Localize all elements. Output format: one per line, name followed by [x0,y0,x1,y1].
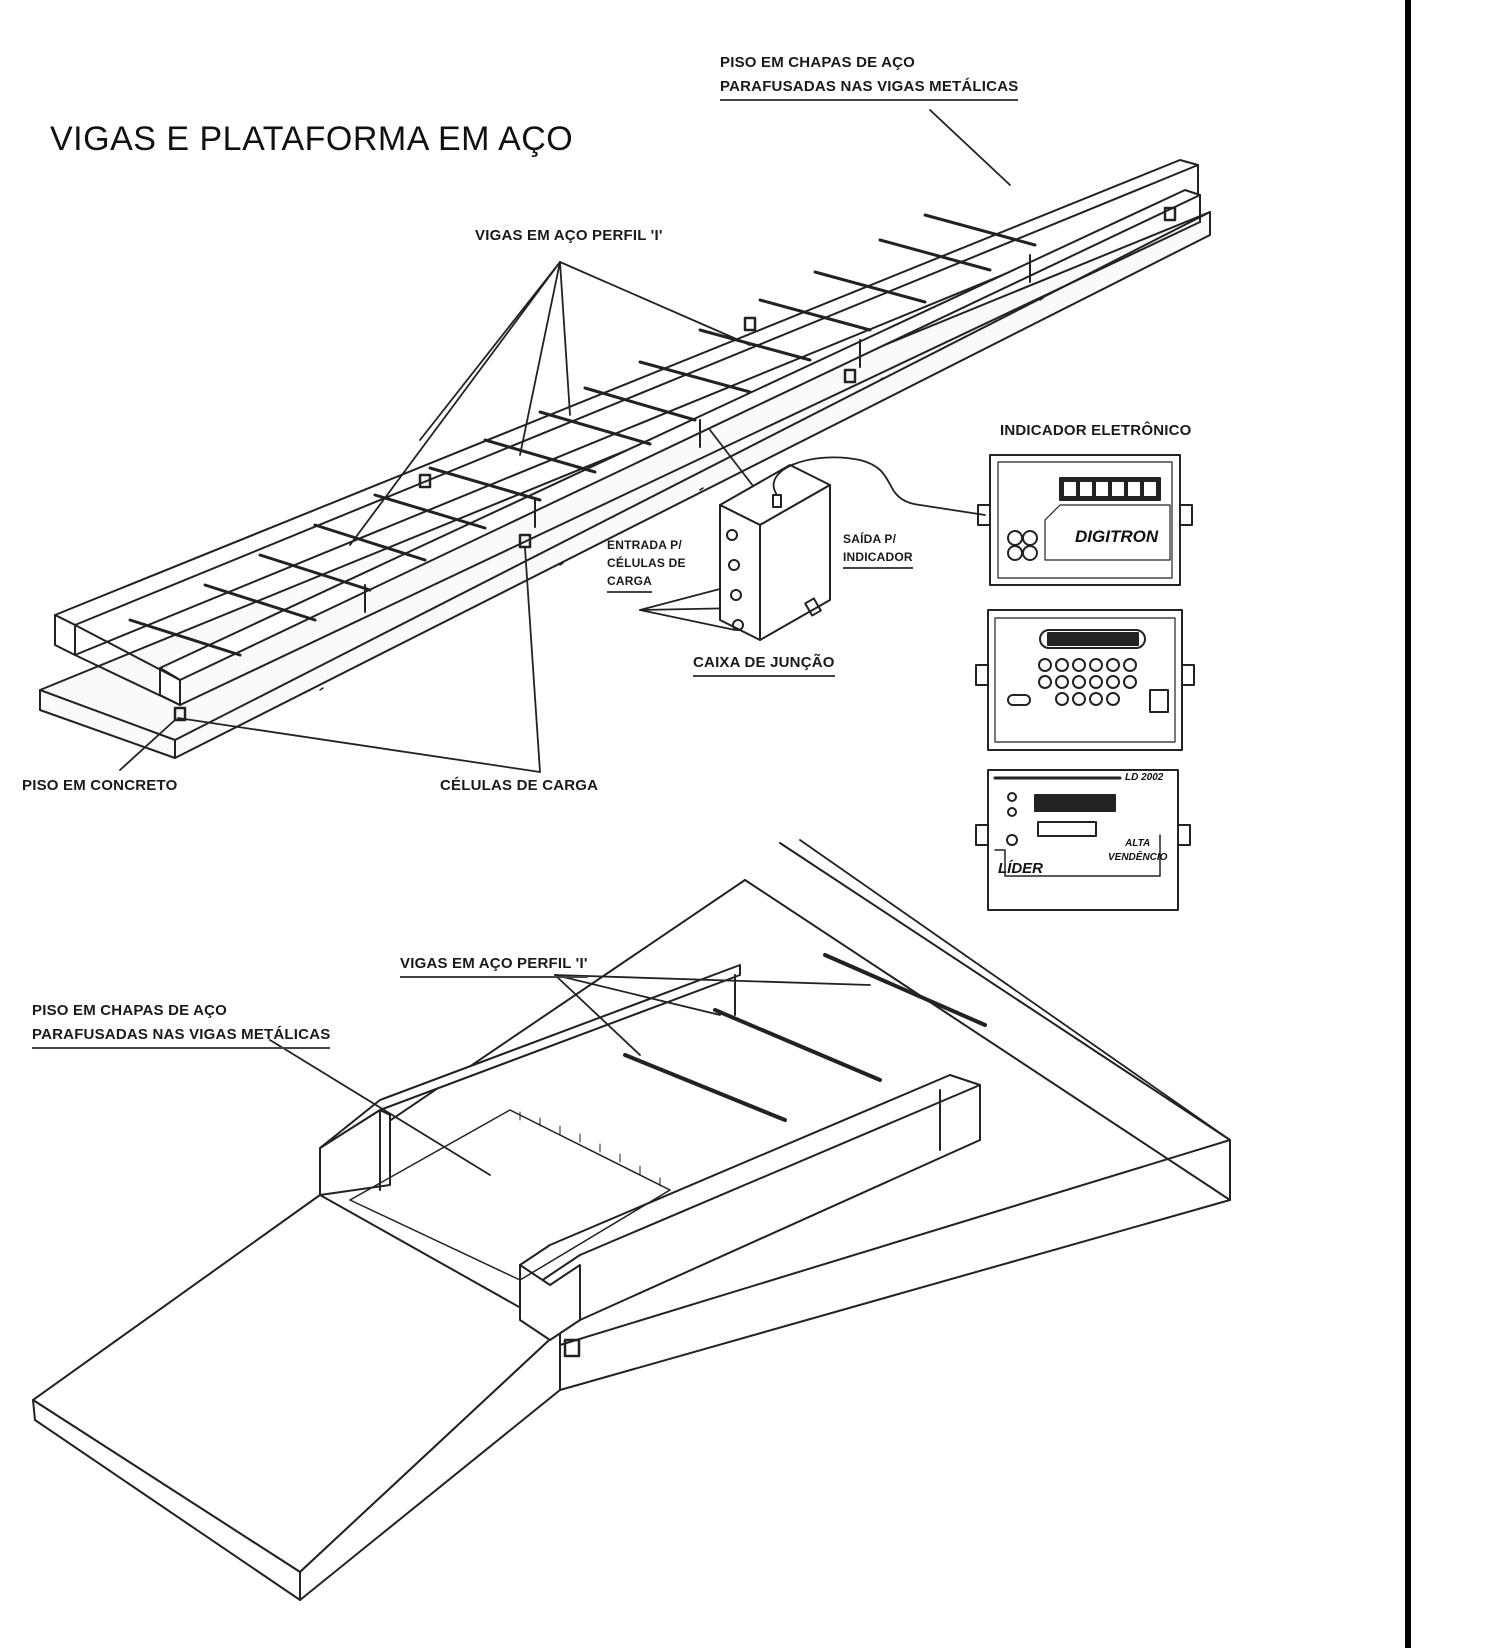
label-entrada-line2: CÉLULAS DE [607,556,686,570]
label-saida-line2: INDICADOR [843,548,913,569]
label-entrada-line1: ENTRADA P/ [607,538,682,552]
label-piso-chapas-bottom-line1: PISO EM CHAPAS DE AÇO [32,1002,228,1019]
page-title: VIGAS E PLATAFORMA EM AÇO [50,120,574,158]
label-piso-concreto: PISO EM CONCRETO [22,777,178,794]
leader-lines-top [119,109,1011,773]
leader-lines-bottom [269,839,1231,1176]
label-celulas-carga: CÉLULAS DE CARGA [440,777,599,794]
page-border-right [1405,0,1411,1648]
label-caixa-juncao: CAIXA DE JUNÇÃO [693,652,835,677]
junction-box [719,456,986,641]
label-entrada-line3: CARGA [607,572,652,593]
label-saida-line1: SAÍDA P/ [843,532,897,546]
label-piso-chapas-top-line1: PISO EM CHAPAS DE AÇO [720,54,916,71]
label-vigas-bottom: VIGAS EM AÇO PERFIL 'I' [400,953,588,978]
label-piso-chapas-bottom-line2: PARAFUSADAS NAS VIGAS METÁLICAS [32,1024,331,1049]
model-lider: LD 2002 [1125,772,1164,783]
indicator-digitron [977,454,1193,586]
indicator-lider [975,769,1191,911]
label-piso-chapas-top-line2: PARAFUSADAS NAS VIGAS METÁLICAS [720,76,1019,101]
indicator-keypad [975,609,1195,751]
brand-digitron: DIGITRON [1075,527,1159,546]
steel-frame-top [54,159,1201,722]
label-indicador: INDICADOR ELETRÔNICO [1000,422,1192,439]
lider-sub-line1: ALTA [1125,838,1151,849]
label-vigas-top: VIGAS EM AÇO PERFIL 'I' [475,227,663,244]
concrete-pit-bottom [32,842,1231,1601]
lider-sub-line2: VENDÊNCIO [1108,852,1168,863]
brand-lider: LÍDER [998,860,1043,877]
steel-frame-bottom [319,953,987,1358]
